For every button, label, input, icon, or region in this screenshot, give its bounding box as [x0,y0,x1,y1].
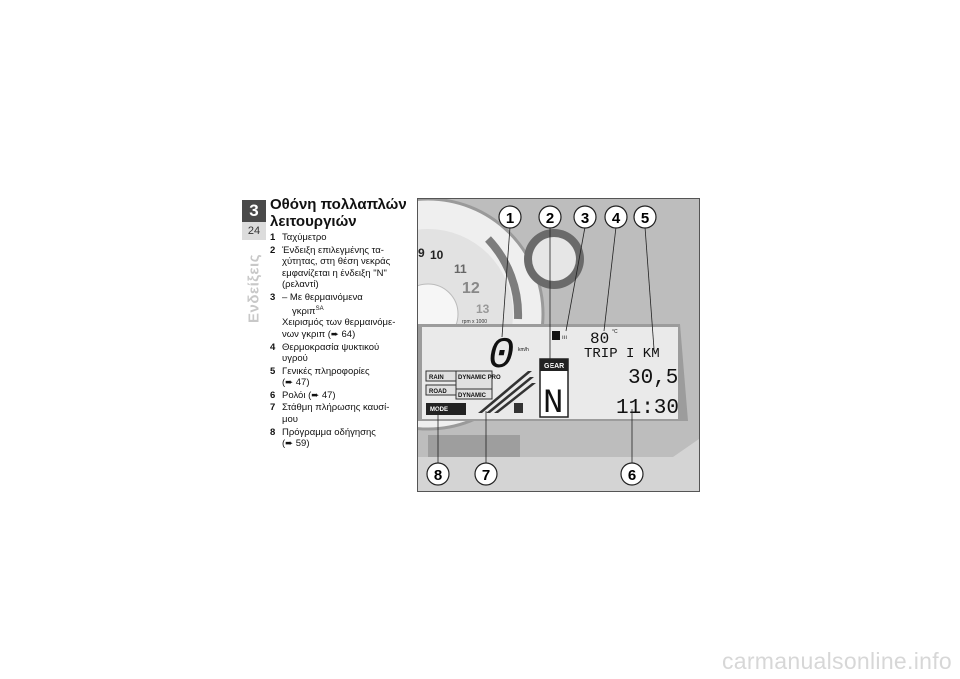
instrument-cluster-figure: 9 10 11 12 13 rpm x 1000 0 km/h GEAR N ı… [417,198,700,492]
callout-8: 8 [426,462,450,486]
fuel-bar [494,383,536,413]
legend-item-1: 1 Ταχύμετρο [270,232,327,243]
tach-unit: rpm x 1000 [462,319,487,325]
section-title: Ενδείξεις [245,254,263,323]
tach-number: 13 [476,302,490,316]
page-number: 24 [242,222,266,240]
lower-panel [428,435,520,457]
callout-1: 1 [498,205,522,229]
svg-text:7: 7 [482,467,490,484]
legend-list: 1 Ταχύμετρο 2 Ένδειξη επιλεγμένης τα-χύτ… [270,232,410,451]
callout-3: 3 [573,205,597,229]
legend-item-3: 3 – Με θερμαινόμενα γκριπSA Χειρισμός τω… [270,291,396,340]
leader-line-4 [603,226,617,332]
legend-item-7: 7 Στάθμη πλήρωσης καυσί-μου [270,402,390,426]
page-heading: Οθόνη πολλαπλών λειτουργιών [270,196,407,230]
tach-number: 11 [454,262,467,276]
mode-dynamic: DYNAMIC [458,393,487,399]
leader-line-1 [501,226,511,338]
svg-text:4: 4 [612,210,621,227]
callout-4: 4 [604,205,628,229]
legend-item-2: 2 Ένδειξη επιλεγμένης τα-χύτητας, στη θέ… [270,244,391,291]
coolant-temp: 80 [590,330,609,348]
svg-text:6: 6 [628,467,636,484]
mode-rain: RAIN [429,375,444,381]
callout-6: 6 [620,462,644,486]
legend-item-8: 8 Πρόγραμμα οδήγησης(➨ 59) [270,426,376,450]
tach-number: 12 [462,280,480,297]
mode-dynamic-pro: DYNAMIC PRO [458,375,501,381]
fuel-pump-icon [514,403,523,413]
chapter-number: 3 [242,200,266,222]
redline-arc [485,236,523,320]
gear-label: GEAR [544,363,564,370]
svg-text:8: 8 [434,467,442,484]
legend-item-5: 5 Γενικές πληροφορίες(➨ 47) [270,365,370,389]
chapter-tab: 3 24 [242,200,266,240]
fuel-bar [478,371,532,413]
svg-text:3: 3 [581,210,589,227]
watermark: carmanualsonline.info [721,648,952,674]
gear-label-bg [540,359,568,371]
indicator-lamp [532,237,576,281]
svg-text:2: 2 [546,210,554,227]
clock-value: 11:30 [616,397,679,420]
mode-dynamic-box [455,388,493,400]
heated-grip-level: ııı [562,335,567,341]
leader-line-5 [644,226,655,350]
fuel-bar [486,377,534,413]
section-title-vertical: Ενδείξεις [236,236,272,336]
mode-label: MODE [430,407,448,413]
callout-2: 2 [538,205,562,229]
svg-text:5: 5 [641,210,649,227]
cluster-illustration: 9 10 11 12 13 rpm x 1000 0 km/h GEAR N ı… [418,199,699,491]
temp-unit: °C [612,329,618,335]
gear-value: N [543,385,563,423]
info-line: TRIP I KM [584,346,660,362]
mode-label-bg [426,403,466,415]
svg-text:1: 1 [506,210,514,227]
trip-value: 30,5 [628,367,678,390]
leader-line-3 [565,226,586,332]
callout-7: 7 [474,462,498,486]
tach-number: 10 [430,248,444,262]
speed-unit: km/h [518,347,529,353]
heated-grip-icon [552,331,560,340]
tach-number: 9 [418,246,425,260]
mode-road: ROAD [429,389,447,395]
legend-item-6: 6 Ρολόι (➨ 47) [270,389,336,401]
callout-5: 5 [633,205,657,229]
